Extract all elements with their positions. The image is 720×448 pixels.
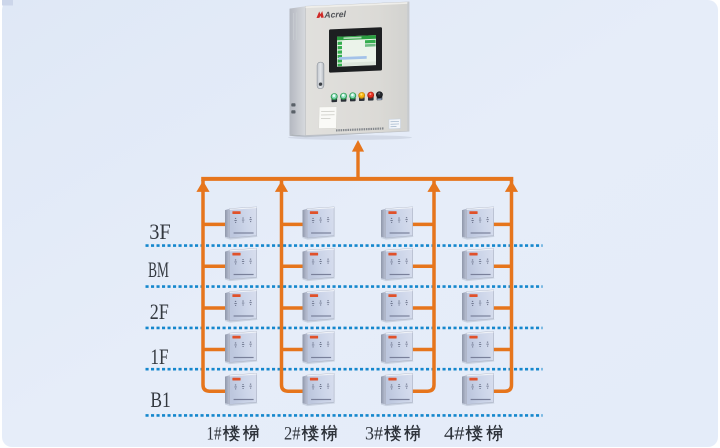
svg-text:3F: 3F — [149, 219, 171, 244]
svg-text:Acrel: Acrel — [323, 9, 346, 20]
svg-text:2F: 2F — [150, 299, 169, 324]
svg-text:1#: 1# — [207, 423, 222, 444]
svg-text:B1: B1 — [150, 387, 170, 412]
svg-text:4#: 4# — [444, 423, 465, 444]
svg-text:2#: 2# — [284, 423, 301, 444]
svg-text:1F: 1F — [150, 344, 168, 369]
svg-text:3#: 3# — [365, 423, 383, 444]
svg-text:BM: BM — [148, 257, 169, 282]
